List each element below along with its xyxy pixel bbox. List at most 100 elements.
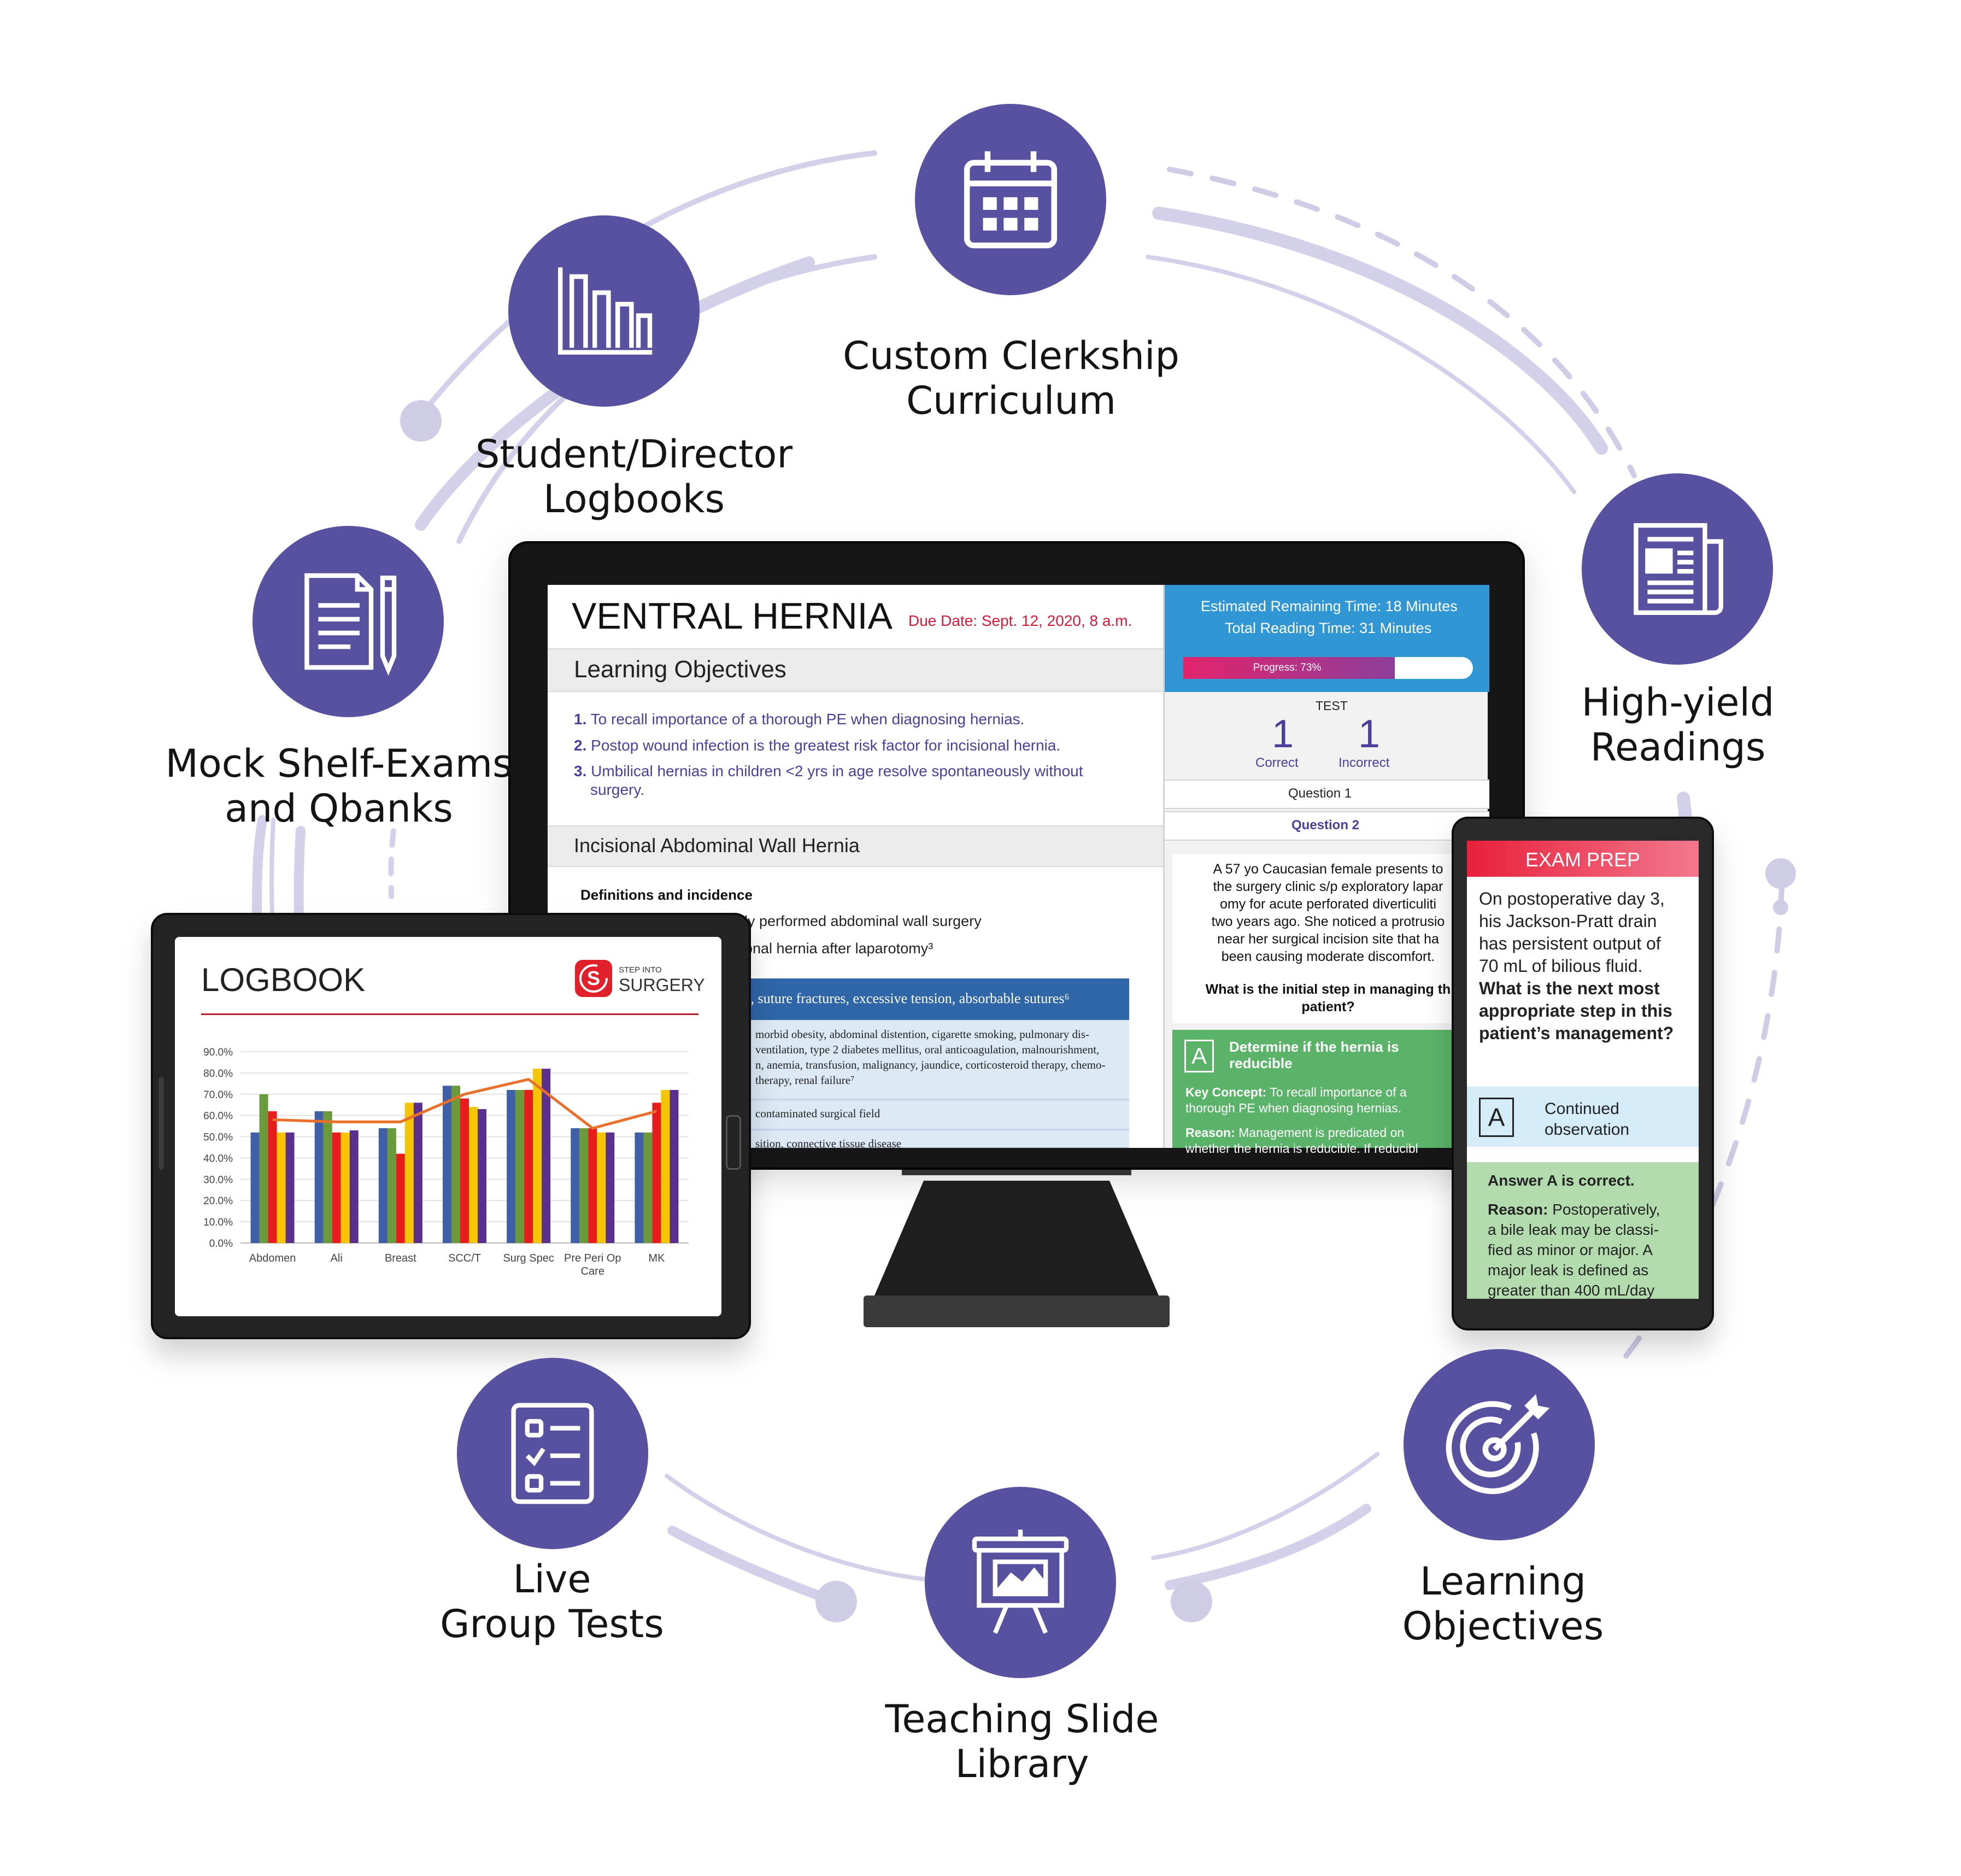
chart-y-tick-label: 90.0% <box>203 1047 233 1058</box>
answer-reason: Reason: Management is predicated on whet… <box>1185 1125 1418 1156</box>
checklist-icon <box>511 1403 594 1504</box>
phone-result-card <box>1467 1162 1699 1299</box>
chart-bar <box>478 1109 486 1243</box>
question-tab-2[interactable] <box>1165 811 1489 841</box>
chart-bar <box>635 1132 644 1243</box>
chart-x-tick-label: Breast <box>385 1252 416 1264</box>
tablet-screen: LOGBOOK S STEP INTO SURGERY 0.0%10.0%20.… <box>175 937 721 1316</box>
phone-answer-letter-box: A <box>1479 1098 1514 1137</box>
risk-table-row: morbid obesity, abdominal distention, ci… <box>755 1028 1090 1041</box>
objectives-heading-bar <box>548 648 1163 692</box>
phone-reason: Reason: Postoperatively, a bile leak may… <box>1488 1201 1660 1299</box>
chart-y-tick-label: 40.0% <box>203 1153 233 1164</box>
incorrect-label: Incorrect <box>1338 755 1390 770</box>
chart-bar <box>451 1086 460 1243</box>
group-tests-feature-circle <box>457 1358 648 1549</box>
chart-bar <box>404 1103 414 1243</box>
title-rule <box>201 1013 698 1015</box>
incorrect-count: 1 <box>1358 712 1381 756</box>
chart-bar <box>652 1103 661 1243</box>
chart-bar <box>443 1086 451 1243</box>
correct-label: Correct <box>1255 755 1299 770</box>
risk-table-row: sition, connective tissue disease <box>755 1137 902 1150</box>
chart-y-tick-label: 60.0% <box>203 1111 233 1122</box>
chart-bar <box>314 1111 324 1243</box>
smartphone: EXAM PREP On postoperative day 3, his Ja… <box>1452 817 1714 1330</box>
chart-bar <box>340 1132 350 1243</box>
correct-count: 1 <box>1272 712 1294 756</box>
chart-x-tick-label: Abdomen <box>249 1252 296 1264</box>
monitor-stand <box>864 1181 1170 1327</box>
chart-bar <box>277 1132 286 1243</box>
bullet-text: onal hernia after laparotomy³ <box>744 940 933 957</box>
chart-bar <box>515 1090 525 1243</box>
chart-bar <box>250 1132 260 1243</box>
chart-bar <box>524 1090 533 1243</box>
answer-card[interactable]: A Determine if the hernia is reducible K… <box>1172 1030 1484 1156</box>
chart-bar <box>413 1103 422 1243</box>
objectives-heading: Learning Objectives <box>574 656 786 683</box>
objectives-list: 1. To recall importance of a thorough PE… <box>574 706 1153 799</box>
feature-label-exams: Mock Shelf-Exams and Qbanks <box>165 741 513 831</box>
logbook-bar-chart: 0.0%10.0%20.0%30.0%40.0%50.0%60.0%70.0%8… <box>203 1047 689 1277</box>
risk-table-row: n, anemia, transfusion, malignancy, jaun… <box>755 1058 1106 1071</box>
chart-bar <box>606 1132 615 1243</box>
case-question: What is the initial step in managing th … <box>1205 982 1451 1015</box>
readings-feature-circle <box>1582 473 1773 665</box>
chart-bar <box>332 1132 341 1243</box>
feature-label-readings: High-yield Readings <box>1581 680 1775 770</box>
presentation-icon <box>972 1529 1069 1634</box>
chart-bar <box>259 1094 268 1243</box>
chart-bar <box>643 1132 653 1243</box>
progress-label: Progress: 73% <box>1253 662 1322 673</box>
chart-y-tick-label: 70.0% <box>203 1089 233 1101</box>
target-icon <box>1446 1394 1550 1494</box>
risk-table-divider <box>733 1129 1129 1130</box>
risk-table-body <box>733 1020 1129 1148</box>
feature-label-slides: Teaching Slide Library <box>885 1697 1159 1786</box>
chart-bar <box>507 1090 516 1243</box>
tablet: LOGBOOK S STEP INTO SURGERY 0.0%10.0%20.… <box>151 913 751 1339</box>
risk-table-divider <box>733 1099 1129 1100</box>
chart-y-tick-label: 30.0% <box>203 1174 233 1186</box>
tablet-home-button[interactable] <box>726 1115 741 1170</box>
monitor-neck <box>902 1170 1131 1175</box>
exam-prep-header <box>1467 841 1699 877</box>
chart-y-tick-label: 0.0% <box>209 1238 233 1250</box>
phone-answer-text: Continued observation <box>1545 1100 1630 1139</box>
answer-text: Determine if the hernia is reducible <box>1229 1039 1399 1071</box>
exam-prep-title: EXAM PREP <box>1525 848 1641 871</box>
calendar-icon <box>964 151 1058 249</box>
remaining-time: Estimated Remaining Time: 18 Minutes <box>1201 598 1458 614</box>
chart-bar <box>396 1153 405 1243</box>
risk-table-header-text: e, suture fractures, excessive tension, … <box>744 990 1070 1006</box>
chart-bar <box>285 1132 295 1243</box>
exams-feature-circle <box>253 526 444 717</box>
risk-table-header <box>733 978 1129 1020</box>
chart-x-tick-label: MK <box>648 1252 665 1264</box>
chart-bar <box>323 1111 332 1243</box>
chart-x-tick-label: SCC/T <box>448 1252 481 1264</box>
question-tab-1[interactable] <box>1165 779 1489 809</box>
chart-bar <box>571 1128 580 1243</box>
quiz-pane: Estimated Remaining Time: 18 Minutes Tot… <box>1163 585 1489 1156</box>
section-heading-bar <box>548 825 1163 867</box>
question-tab-1-label: Question 1 <box>1288 786 1352 801</box>
slides-feature-circle <box>925 1487 1116 1678</box>
total-time: Total Reading Time: 31 Minutes <box>1225 620 1432 636</box>
section-heading: Incisional Abdominal Wall Hernia <box>574 834 860 857</box>
risk-table-row: therapy, renal failure⁷ <box>755 1074 855 1087</box>
case-text: A 57 yo Caucasian female presents to the… <box>1211 861 1445 964</box>
chart-bar <box>387 1128 396 1243</box>
objective-item: 2. Postop wound infection is the greates… <box>574 737 1061 754</box>
objective-item: 3. Umbilical hernias in children <2 yrs … <box>574 763 1083 779</box>
chart-bar <box>670 1090 679 1243</box>
brand-logo-icon: S <box>575 960 612 997</box>
chart-bar <box>597 1132 606 1243</box>
svg-text:S: S <box>587 967 600 989</box>
chart-bar <box>661 1090 670 1243</box>
answer-letter-box: A <box>1184 1040 1214 1072</box>
logbook-title: LOGBOOK <box>201 962 366 998</box>
newspaper-icon <box>1634 523 1723 615</box>
brand-small: STEP INTO <box>619 965 662 975</box>
